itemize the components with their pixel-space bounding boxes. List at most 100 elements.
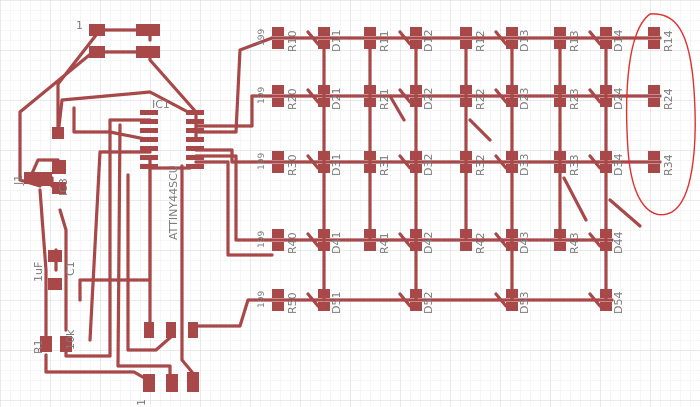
resistor-pad: [272, 27, 284, 36]
resistor-label: R40: [286, 232, 299, 254]
resistor-pad: [272, 289, 284, 298]
ic1-name: IC1: [152, 98, 170, 111]
resistor-pad: [554, 242, 566, 251]
c1-label: C1: [64, 261, 77, 276]
resistor-label: R43: [568, 232, 581, 254]
led-label: D31: [330, 154, 343, 176]
led-label: D42: [422, 232, 435, 254]
led-pad: [410, 40, 422, 49]
led-label: D12: [422, 30, 435, 52]
led-pad: [318, 151, 330, 160]
led-label: D13: [518, 30, 531, 52]
diag-trace: [588, 154, 602, 170]
led-pad: [318, 289, 330, 298]
led-pad: [410, 27, 422, 36]
led-value-label: 199: [257, 29, 267, 46]
led-label: D33: [518, 154, 531, 176]
led-label: D43: [518, 232, 531, 254]
resistor-label: R34: [662, 154, 675, 176]
resistor-label: R30: [286, 154, 299, 176]
diag-trace: [398, 232, 412, 248]
ic1-pins: [140, 110, 204, 169]
led-pad: [318, 242, 330, 251]
resistor-label: R10: [286, 30, 299, 52]
resistor-pad: [554, 98, 566, 107]
led-pad: [600, 164, 612, 173]
resistor-pad: [648, 40, 660, 49]
resistor-pad: [272, 229, 284, 238]
led-label: D53: [518, 292, 531, 314]
led-pad: [600, 27, 612, 36]
pin1-top-label: 1: [76, 19, 83, 32]
led-value-label: 199: [257, 87, 267, 104]
pin1-bottom-label: 1: [135, 399, 148, 406]
r1-label: R1: [32, 339, 45, 354]
diag-trace: [494, 232, 508, 248]
diag-trace: [494, 30, 508, 46]
led-pad: [600, 98, 612, 107]
led-pad: [410, 151, 422, 160]
diag-trace: [588, 88, 602, 104]
led-pad: [600, 289, 612, 298]
resistor-pad: [648, 151, 660, 160]
led-pad: [318, 229, 330, 238]
resistor-label: R11: [378, 30, 391, 52]
led-pad: [506, 164, 518, 173]
resistor-label: R14: [662, 30, 675, 52]
led-label: D21: [330, 88, 343, 110]
resistor-pad: [554, 151, 566, 160]
resistor-label: R21: [378, 88, 391, 110]
diag-trace: [306, 30, 320, 46]
led-label: D22: [422, 88, 435, 110]
resistor-pad: [554, 40, 566, 49]
resistor-pad: [554, 85, 566, 94]
led-pad: [318, 27, 330, 36]
led-pad: [506, 242, 518, 251]
resistor-label: R31: [378, 154, 391, 176]
led-pad: [600, 151, 612, 160]
diag-trace: [306, 88, 320, 104]
resistor-pad: [272, 242, 284, 251]
led-pad: [600, 302, 612, 311]
resistor-pad: [364, 40, 376, 49]
diag-trace: [494, 88, 508, 104]
resistor-pad: [364, 27, 376, 36]
resistor-pad: [272, 98, 284, 107]
resistor-label: R42: [474, 232, 487, 254]
highlight-annotation: [625, 13, 696, 216]
led-label: D54: [612, 292, 625, 314]
led-pad: [506, 98, 518, 107]
resistor-pad: [364, 98, 376, 107]
diag-trace: [388, 94, 406, 122]
resistor-pad: [364, 242, 376, 251]
diag-trace: [468, 118, 492, 142]
resistor-pad: [272, 302, 284, 311]
led-pad: [506, 85, 518, 94]
diag-trace: [306, 232, 320, 248]
led-pad: [600, 242, 612, 251]
diag-trace: [494, 292, 508, 308]
resistor-label: R23: [568, 88, 581, 110]
resistor-pad: [648, 164, 660, 173]
led-pad: [410, 98, 422, 107]
diag-trace: [562, 176, 588, 222]
led-pad: [506, 289, 518, 298]
resistor-pad: [272, 151, 284, 160]
diag-trace: [306, 154, 320, 170]
diag-trace: [608, 198, 642, 228]
resistor-pad: [460, 242, 472, 251]
resistor-pad: [460, 164, 472, 173]
diag-trace: [398, 154, 412, 170]
led-pad: [600, 40, 612, 49]
j1-label: J1: [12, 175, 25, 186]
matrix-pads: [272, 27, 660, 311]
resistor-pad: [460, 229, 472, 238]
led-pad: [410, 229, 422, 238]
led-pad: [410, 302, 422, 311]
led-label: D51: [330, 292, 343, 314]
resistor-pad: [364, 229, 376, 238]
resistor-label: R12: [474, 30, 487, 52]
diag-trace: [588, 292, 602, 308]
resistor-label: R41: [378, 232, 391, 254]
